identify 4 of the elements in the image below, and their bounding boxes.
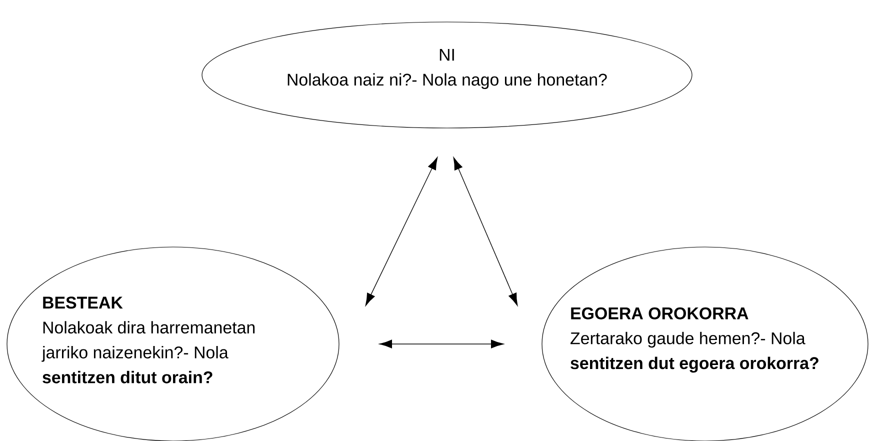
ellipse-node: NI Nolakoa naiz ni?- Nola nago une honetan?: [202, 22, 692, 128]
double-arrow: [453, 157, 518, 306]
double-arrow: [365, 157, 438, 306]
double-arrow: [379, 340, 504, 348]
